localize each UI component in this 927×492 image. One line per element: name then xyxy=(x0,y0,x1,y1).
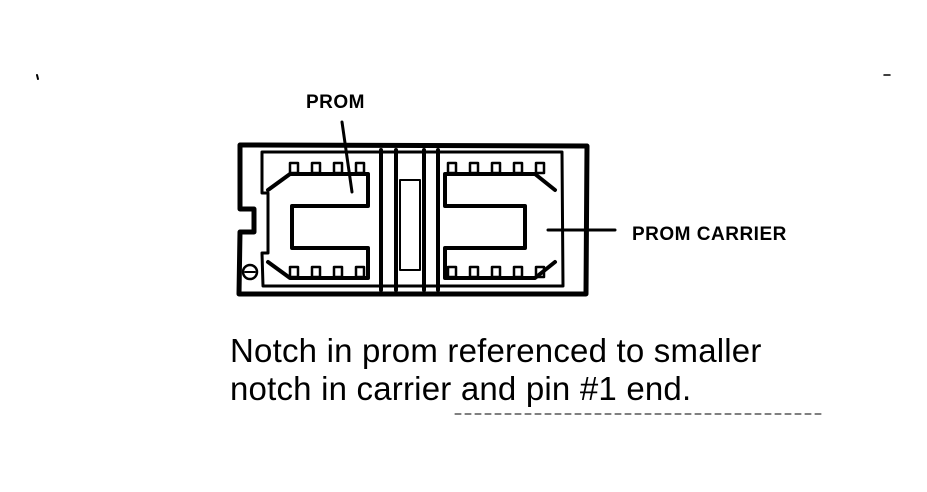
prom-leader-line xyxy=(340,120,354,194)
caption-line-1: Notch in prom referenced to smaller xyxy=(230,332,762,369)
carrier-inner-frame xyxy=(260,150,565,288)
caption: Notch in prom referenced to smaller notc… xyxy=(230,332,762,408)
prom-pins-bottom-right xyxy=(446,265,546,279)
prom-pins-bottom-left xyxy=(288,265,366,279)
prom-body-right xyxy=(443,172,557,280)
pin1-marker xyxy=(241,263,259,281)
prom-carrier-label: PROM CARRIER xyxy=(632,224,787,245)
prom-pins-top-left xyxy=(288,161,366,175)
caption-line-2: notch in carrier and pin #1 end. xyxy=(230,370,692,407)
carrier-center-bar-right xyxy=(422,148,440,292)
scan-speck xyxy=(36,74,39,80)
prom-pins-top-right xyxy=(446,161,546,175)
carrier-center-bar-left xyxy=(379,148,398,292)
carrier-center-window xyxy=(399,179,421,271)
prom-body-left xyxy=(266,172,370,280)
carrier-outline xyxy=(236,142,590,297)
prom-label: PROM xyxy=(306,92,365,113)
